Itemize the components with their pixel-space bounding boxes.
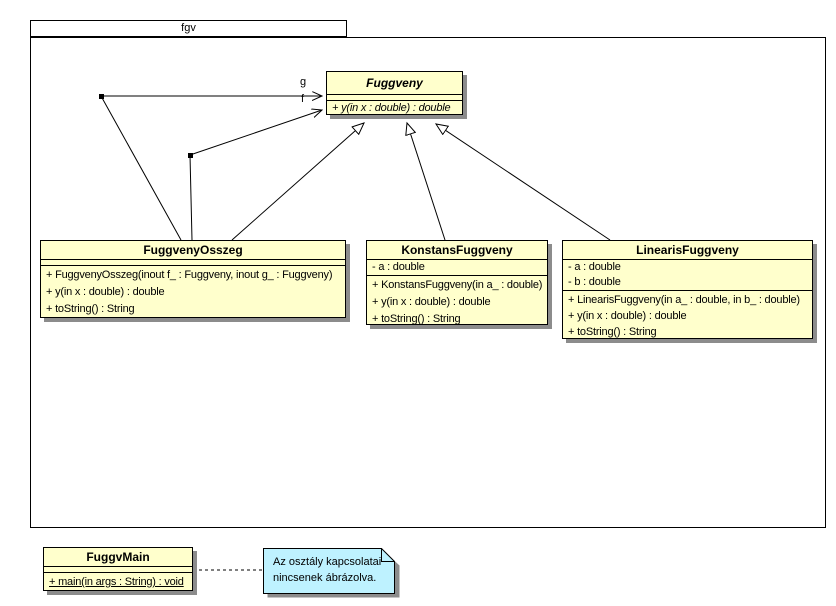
operation: + LinearisFuggveny(in a_ : double, in b_… (568, 294, 800, 306)
note-shape (263, 548, 400, 598)
operation: + FuggvenyOsszeg(inout f_ : Fuggveny, in… (46, 269, 333, 281)
class-attributes-compartment: - a : double - b : double (563, 260, 812, 291)
class-fuggvenyosszeg[interactable]: FuggvenyOsszeg + FuggvenyOsszeg(inout f_… (40, 240, 346, 318)
attribute: - a : double (568, 261, 621, 273)
class-fuggvmain[interactable]: FuggvMain + main(in args : String) : voi… (43, 547, 193, 591)
package-name: fgv (181, 22, 196, 34)
operation: + main(in args : String) : void (49, 576, 184, 588)
class-attributes-compartment (327, 95, 462, 101)
class-linearisfuggveny[interactable]: LinearisFuggveny - a : double - b : doub… (562, 240, 813, 339)
operation: + y(in x : double) : double (332, 102, 451, 114)
class-operations-compartment: + main(in args : String) : void (44, 573, 192, 591)
note-text-line: nincsenek ábrázolva. (273, 572, 377, 584)
class-title: FuggvMain (44, 548, 192, 567)
operation: + KonstansFuggveny(in a_ : double) (372, 279, 543, 291)
class-attributes-compartment: - a : double (367, 260, 547, 276)
association-role-label-f: f (301, 93, 305, 105)
class-title: Fuggveny (327, 72, 462, 95)
attribute: - b : double (568, 276, 621, 288)
note[interactable]: Az osztály kapcsolatai nincsenek ábrázol… (263, 548, 400, 598)
class-operations-compartment: + LinearisFuggveny(in a_ : double, in b_… (563, 291, 812, 340)
class-fuggveny[interactable]: Fuggveny + y(in x : double) : double (326, 71, 463, 115)
class-konstansfuggveny[interactable]: KonstansFuggveny - a : double + Konstans… (366, 240, 548, 325)
note-text: Az osztály kapcsolatai nincsenek ábrázol… (273, 554, 381, 586)
note-text-line: Az osztály kapcsolatai (273, 556, 382, 568)
association-role-label-g: g (300, 76, 307, 88)
note-fold-corner (381, 548, 395, 562)
class-title: LinearisFuggveny (563, 241, 812, 260)
operation: + y(in x : double) : double (568, 310, 687, 322)
package-tab[interactable]: fgv (30, 20, 347, 37)
class-title: KonstansFuggveny (367, 241, 547, 260)
operation: + toString() : String (46, 303, 135, 315)
class-operations-compartment: + y(in x : double) : double (327, 101, 462, 115)
class-operations-compartment: + FuggvenyOsszeg(inout f_ : Fuggveny, in… (41, 266, 345, 318)
class-attributes-compartment (41, 260, 345, 266)
attribute: - a : double (372, 261, 425, 273)
operation: + y(in x : double) : double (46, 286, 165, 298)
class-attributes-compartment (44, 567, 192, 573)
class-title: FuggvenyOsszeg (41, 241, 345, 260)
operation: + toString() : String (372, 313, 461, 325)
class-operations-compartment: + KonstansFuggveny(in a_ : double) + y(i… (367, 276, 547, 328)
note-body (263, 548, 395, 594)
operation: + toString() : String (568, 326, 657, 338)
operation: + y(in x : double) : double (372, 296, 491, 308)
